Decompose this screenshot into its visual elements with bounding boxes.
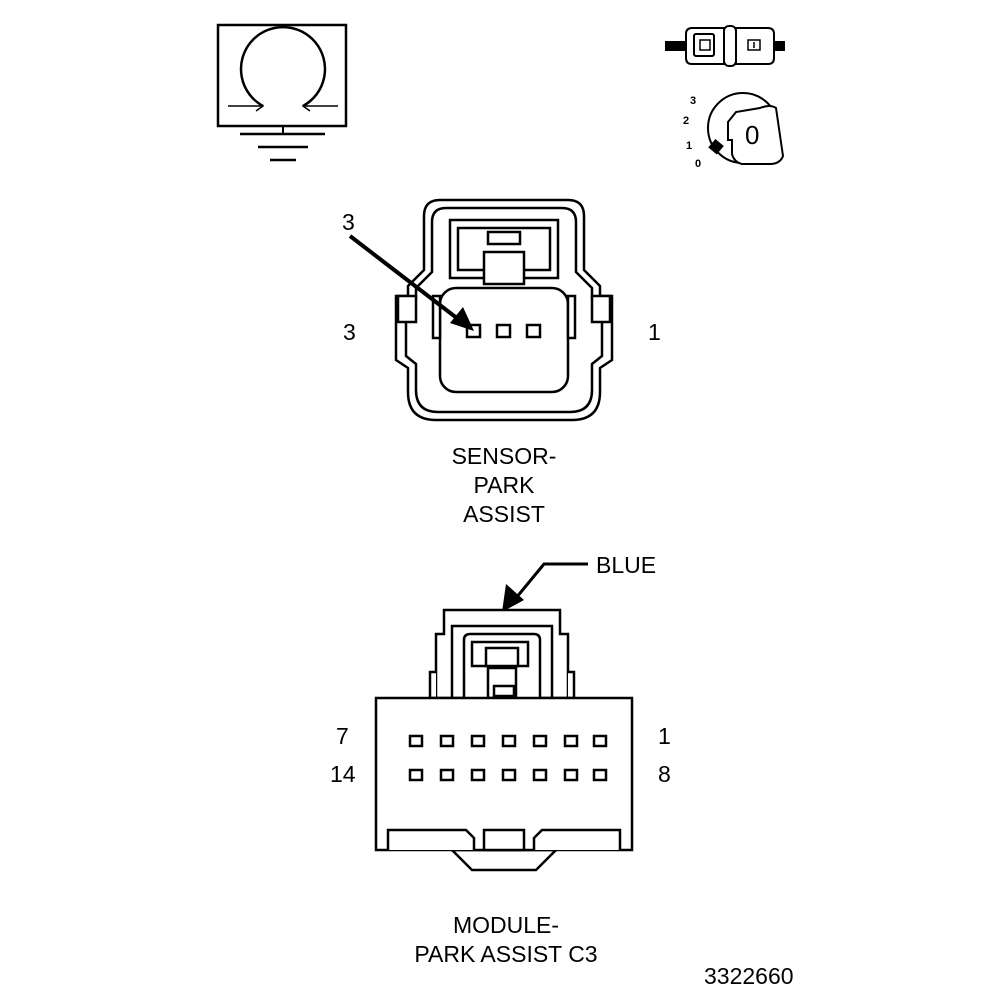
sensor-caption-line-2: PARK [473, 472, 535, 498]
module-row1-right-label: 1 [658, 723, 671, 749]
module-pin [532, 768, 548, 782]
module-pin [501, 768, 517, 782]
module-pin [470, 734, 486, 748]
module-caption: MODULE- PARK ASSIST C3 [364, 911, 648, 969]
sensor-right-pin-label: 1 [648, 319, 661, 345]
module-pin [408, 734, 424, 748]
sensor-caption-line-1: SENSOR- [451, 443, 557, 469]
sensor-caption-line-3: ASSIST [463, 501, 545, 527]
module-pin [439, 734, 455, 748]
module-caption-line-2: PARK ASSIST C3 [414, 941, 598, 967]
module-row2-left-label: 14 [330, 761, 356, 787]
module-caption-line-1: MODULE- [452, 912, 560, 938]
key-face-label: 0 [745, 120, 759, 150]
ignition-key-icon: 3 2 1 0 0 [683, 92, 785, 170]
inline-connector-icon [665, 25, 785, 67]
key-position-0: 0 [695, 158, 701, 170]
module-color-label: BLUE [596, 552, 657, 578]
key-position-1: 1 [686, 140, 692, 152]
module-row2-right-label: 8 [658, 761, 671, 787]
sensor-callout-pin-label: 3 [342, 209, 355, 235]
sensor-left-pin-label: 3 [343, 319, 356, 345]
module-pin [563, 768, 579, 782]
key-position-3: 3 [690, 95, 696, 107]
module-pin [532, 734, 548, 748]
module-pin [439, 768, 455, 782]
module-row1-left-label: 7 [336, 723, 349, 749]
module-pin-grid [408, 734, 608, 782]
module-pin [592, 734, 608, 748]
module-pin [563, 734, 579, 748]
module-pin [470, 768, 486, 782]
module-pin [408, 768, 424, 782]
module-pin [501, 734, 517, 748]
ground-sensor-symbol-icon [216, 23, 348, 162]
figure-number: 3322660 [704, 963, 794, 989]
sensor-caption: SENSOR- PARK ASSIST [404, 442, 604, 529]
sensor-park-assist-connector [394, 198, 614, 422]
key-position-2: 2 [683, 115, 689, 127]
blue-color-callout-arrow [502, 562, 588, 612]
module-pin [592, 768, 608, 782]
pin-3-callout-arrow [348, 234, 474, 331]
